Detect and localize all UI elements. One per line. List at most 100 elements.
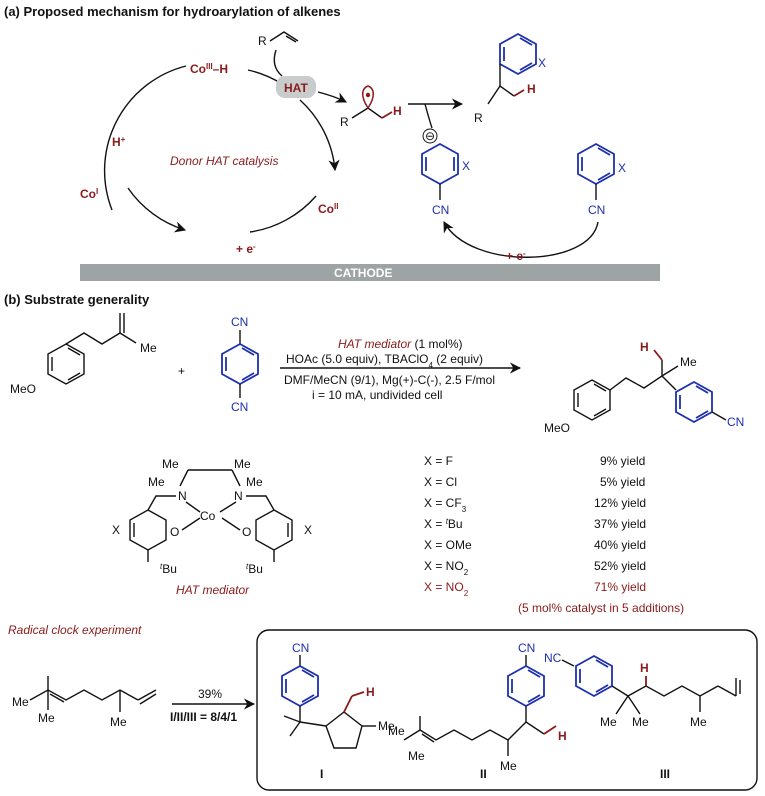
co1-label: CoI xyxy=(80,187,98,202)
anion-x: X xyxy=(462,159,470,173)
hat-mediator-label: HAT mediator xyxy=(176,583,250,597)
product-h: H xyxy=(527,82,536,96)
substrate-alkene: MeO Me xyxy=(10,313,157,396)
clock-product-ii: CN Me Me Me H II xyxy=(388,641,567,781)
arene-cn: CN xyxy=(588,203,605,217)
product-a: X R H xyxy=(474,32,546,125)
table-row-4-yield: 37% yield xyxy=(594,517,646,531)
product-h: H xyxy=(640,340,649,354)
table-row-2-yield: 5% yield xyxy=(600,475,645,489)
proton-label: H+ xyxy=(112,135,126,150)
product-meo: MeO xyxy=(544,421,570,435)
cat-co: Co xyxy=(200,509,216,523)
hat-mediator-structure: Me Me Me Me N N Co O O X X tBu tBu xyxy=(112,457,312,576)
anion-charge: ⊖ xyxy=(425,129,435,143)
substrate-me: Me xyxy=(140,341,157,355)
hat-badge xyxy=(276,76,316,98)
sub-me-2: Me xyxy=(38,711,55,725)
p2-me-2: Me xyxy=(408,749,425,763)
hat-badge-text: HAT xyxy=(284,81,308,95)
p3-nc: NC xyxy=(544,651,562,665)
cat-me-3: Me xyxy=(234,457,251,471)
p2-me-3: Me xyxy=(500,759,517,773)
p3-me-3: Me xyxy=(690,715,707,729)
cat-tbu-1: tBu xyxy=(160,562,177,577)
cat-x-1: X xyxy=(112,523,120,537)
condition-line-2: HOAc (5.0 equiv), TBAClO4 (2 equiv) xyxy=(286,352,483,370)
product-me: Me xyxy=(680,355,697,369)
alkene-substrate: R xyxy=(258,31,299,77)
cn-bottom: CN xyxy=(231,400,248,414)
p1-h: H xyxy=(366,685,375,699)
table-row-3-yield: 12% yield xyxy=(594,496,646,510)
section-a-title: (a) Proposed mechanism for hydroarylatio… xyxy=(4,4,341,19)
table-row-3-x: X = CF3 xyxy=(424,496,467,514)
section-b-title: (b) Substrate generality xyxy=(4,292,150,307)
product-b: MeO H Me CN xyxy=(544,340,744,435)
p2-label: II xyxy=(480,767,487,781)
radical-h: H xyxy=(393,104,402,118)
product-x: X xyxy=(538,56,546,70)
table-row-5-yield: 40% yield xyxy=(594,538,646,552)
table-row-6-yield: 52% yield xyxy=(594,559,646,573)
table-row-5-x: X = OMe xyxy=(424,538,472,552)
radical-clock-title: Radical clock experiment xyxy=(8,623,142,637)
clock-yield: 39% xyxy=(198,687,222,701)
co3h-label: CoIII–H xyxy=(190,62,228,77)
terephthalonitrile: CN CN xyxy=(221,315,259,414)
radical-anion: ⊖ X CN xyxy=(421,128,470,217)
cat-n-1: N xyxy=(178,489,187,503)
table-note: (5 mol% catalyst in 5 additions) xyxy=(518,601,684,615)
condition-line-4: i = 10 mA, undivided cell xyxy=(312,388,442,402)
cat-me-2: Me xyxy=(148,475,165,489)
p1-cn: CN xyxy=(292,641,309,655)
p2-me-1: Me xyxy=(388,724,405,738)
table-row-2-x: X = Cl xyxy=(424,475,457,489)
p3-me-1: Me xyxy=(600,715,617,729)
sub-me-1: Me xyxy=(12,695,29,709)
radical-intermediate: R H xyxy=(340,85,402,129)
electron-right: + e- xyxy=(506,249,526,264)
cat-o-1: O xyxy=(170,525,179,539)
cathode-bar xyxy=(80,264,660,281)
table-row-7-yield: 71% yield xyxy=(594,580,646,594)
p3-me-2: Me xyxy=(632,715,649,729)
condition-line-3: DMF/MeCN (9/1), Mg(+)-C(-), 2.5 F/mol xyxy=(284,373,495,387)
table-row-4-x: X = tBu xyxy=(424,517,463,532)
yield-table: X = F 9% yield X = Cl 5% yield X = CF3 1… xyxy=(424,454,684,615)
cat-o-2: O xyxy=(242,525,251,539)
catalytic-cycle xyxy=(103,65,340,233)
cat-me-4: Me xyxy=(246,475,263,489)
products-box xyxy=(256,629,758,791)
co2-label: CoII xyxy=(318,202,338,217)
cat-n-2: N xyxy=(234,489,243,503)
clock-product-i: CN H Me I xyxy=(281,641,395,781)
cat-tbu-2: tBu xyxy=(246,562,263,577)
cat-me-1: Me xyxy=(162,457,179,471)
p3-label: III xyxy=(660,767,670,781)
clock-product-iii: NC Me Me H Me III xyxy=(544,651,741,781)
table-row-1-yield: 9% yield xyxy=(600,454,645,468)
arene-x: X xyxy=(618,161,626,175)
cycle-label: Donor HAT catalysis xyxy=(170,154,278,168)
substrate-meo: MeO xyxy=(10,382,36,396)
arene-substrate: X CN xyxy=(577,142,626,217)
p1-label: I xyxy=(320,767,323,781)
p1-me: Me xyxy=(378,719,395,733)
cn-top: CN xyxy=(231,315,248,329)
product-cn: CN xyxy=(727,415,744,429)
radical-clock-substrate: Me Me Me xyxy=(12,676,157,729)
cathode-label: CATHODE xyxy=(334,266,392,280)
sub-me-3: Me xyxy=(110,715,127,729)
anion-cn: CN xyxy=(432,203,449,217)
condition-line-1: HAT mediator (1 mol%) xyxy=(338,337,462,351)
clock-ratio: I/II/III = 8/4/1 xyxy=(170,710,237,724)
cat-x-2: X xyxy=(304,523,312,537)
p2-cn: CN xyxy=(518,641,535,655)
electron-left: + e- xyxy=(236,242,256,257)
p3-h: H xyxy=(640,661,649,675)
product-r: R xyxy=(474,111,483,125)
table-row-6-x: X = NO2 xyxy=(424,559,469,577)
plus-sign: + xyxy=(178,364,185,378)
